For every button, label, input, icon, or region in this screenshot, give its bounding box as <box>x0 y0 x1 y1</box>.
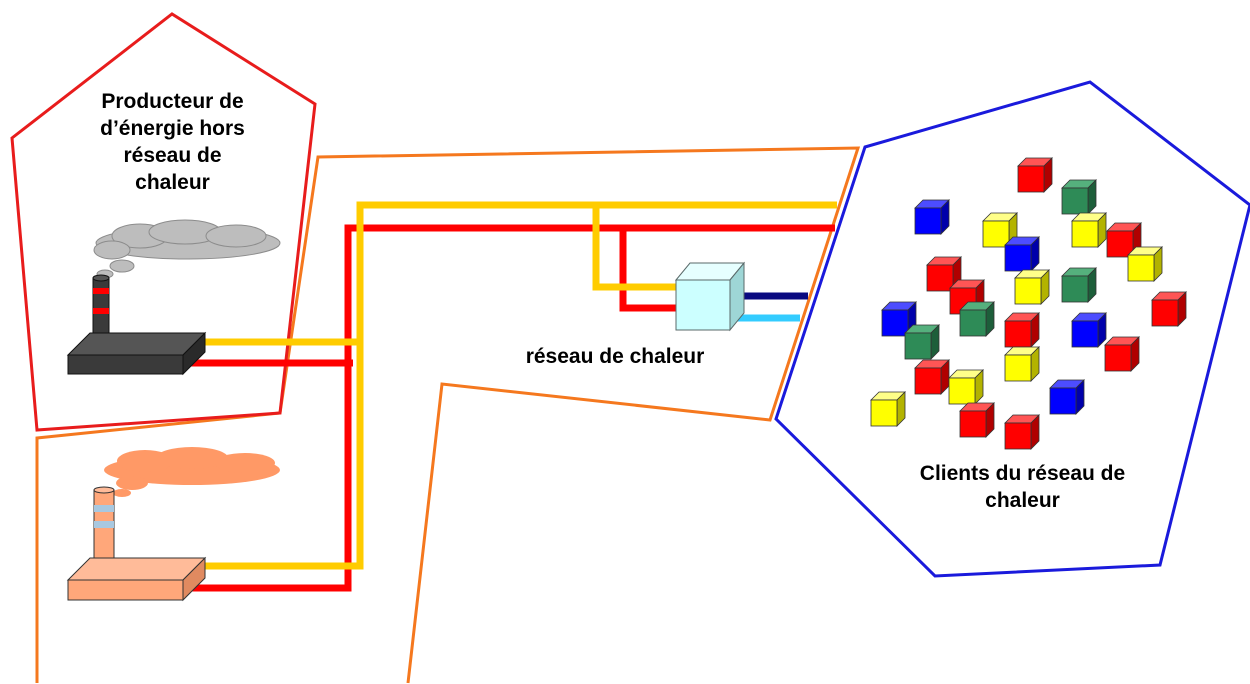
client-buildings <box>870 157 1187 450</box>
building-cube-icon <box>914 359 950 395</box>
heat-network-label: réseau de chaleur <box>525 345 705 368</box>
building-cube-icon <box>1071 212 1107 248</box>
building-cube-icon <box>1014 269 1050 305</box>
clients-label: Clients du réseau de chaleur <box>895 460 1150 514</box>
building-cube-icon <box>1049 379 1085 415</box>
producer-label: Producteur de d’énergie hors réseau de c… <box>80 88 265 196</box>
clients-label-line-2: chaleur <box>985 489 1060 512</box>
smoke-cloud-icon <box>104 447 280 497</box>
building-cube-icon <box>1004 236 1040 272</box>
smoke-cloud-icon <box>93 219 281 279</box>
clients-label-line-1: Clients du réseau de <box>919 462 1126 485</box>
building-cube-icon <box>948 369 984 405</box>
clients-boundary <box>774 80 1250 578</box>
building-cube-icon <box>904 324 940 360</box>
building-cube-icon <box>1004 312 1040 348</box>
building-cube-icon <box>959 402 995 438</box>
factory-icon <box>66 486 207 602</box>
building-cube-icon <box>959 301 995 337</box>
building-cube-icon <box>881 301 917 337</box>
heat-exchanger-icon <box>674 261 746 332</box>
building-cube-icon <box>1004 414 1040 450</box>
producer-label-line-1: Producteur de <box>101 90 244 113</box>
building-cube-icon <box>914 199 950 235</box>
building-cube-icon <box>1151 291 1187 327</box>
producer-boundary <box>10 12 317 432</box>
external-plant <box>66 219 281 376</box>
building-cube-icon <box>1061 267 1097 303</box>
building-cube-icon <box>1104 336 1140 372</box>
building-cube-icon <box>1061 179 1097 215</box>
heat-network-boundary <box>35 146 861 684</box>
building-cube-icon <box>1127 246 1163 282</box>
return-pipe <box>183 224 835 592</box>
building-cube-icon <box>1071 312 1107 348</box>
factory-icon <box>66 274 207 376</box>
producer-label-line-3: réseau de <box>123 144 222 167</box>
building-cube-icon <box>870 391 906 427</box>
local-plant <box>66 447 280 602</box>
building-cube-icon <box>1017 157 1053 193</box>
building-cube-icon <box>1004 346 1040 382</box>
producer-label-line-4: chaleur <box>135 171 210 194</box>
producer-label-line-2: d’énergie hors <box>100 117 245 140</box>
supply-pipe <box>183 201 837 570</box>
